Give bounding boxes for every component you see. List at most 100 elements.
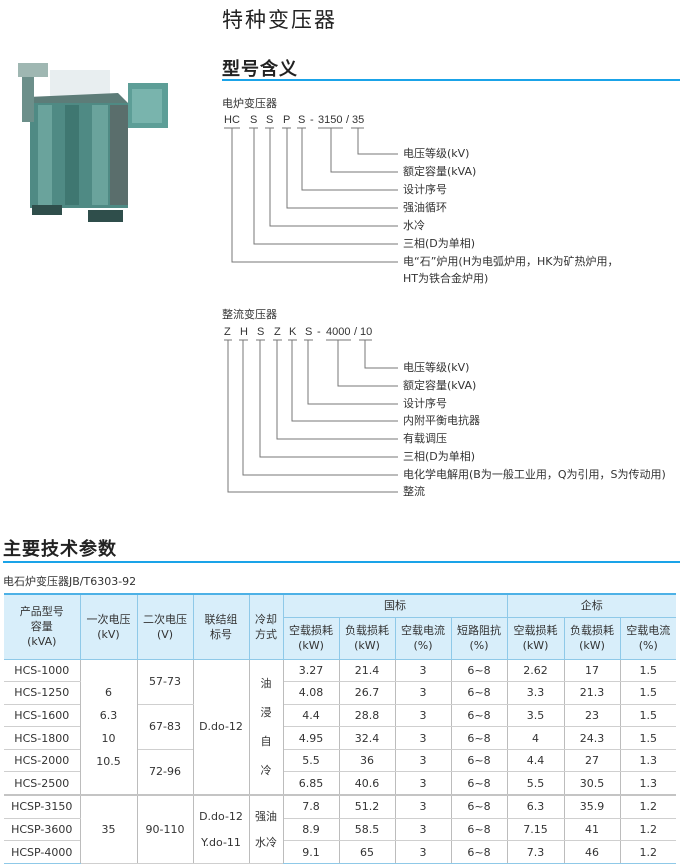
cell-value: 1.5 <box>619 726 676 750</box>
cell-value: 1.2 <box>619 818 676 842</box>
cell-value: 3 <box>394 794 452 819</box>
cell-value: 9.1 <box>282 840 340 864</box>
rect-code-slash: / <box>354 326 358 338</box>
cell-value: 3.3 <box>506 681 565 705</box>
cell-value: 1.5 <box>619 659 676 683</box>
rect-code-z2: Z <box>274 326 281 338</box>
cell-model: HCSP-3150 <box>4 794 81 819</box>
cell-cooling: 强油水冷 <box>248 794 284 864</box>
cell-value: 3 <box>394 840 452 864</box>
section-title-params: 主要技术参数 <box>3 539 117 560</box>
cell-value: 3.5 <box>506 704 565 728</box>
header-primary-voltage: 一次电压(kV) <box>79 593 138 660</box>
header-sub-4: 空载损耗(kW) <box>506 616 565 660</box>
cell-value: 27 <box>563 749 621 773</box>
cell-model: HCS-1250 <box>4 681 81 705</box>
furnace-label-capacity: 额定容量(kVA) <box>403 165 477 178</box>
cell-value: 1.3 <box>619 749 676 773</box>
page-title: 特种变压器 <box>222 8 337 32</box>
cell-value: 3 <box>394 771 452 796</box>
rect-code-z1: Z <box>224 326 231 338</box>
cell-value: 6~8 <box>450 726 508 750</box>
cell-value: 6~8 <box>450 771 508 796</box>
header-group-enterprise: 企标 <box>506 593 676 618</box>
cell-value: 41 <box>563 818 621 842</box>
cell-value: 2.62 <box>506 659 565 683</box>
cell-value: 4 <box>506 726 565 750</box>
rect-label-design: 设计序号 <box>403 397 447 410</box>
cell-value: 40.6 <box>338 771 396 796</box>
cell-value: 3 <box>394 818 452 842</box>
cell-value: 4.08 <box>282 681 340 705</box>
cell-value: 36 <box>338 749 396 773</box>
header-sub-5: 负载损耗(kW) <box>563 616 621 660</box>
furnace-code-s2: S <box>266 114 274 126</box>
section-divider <box>222 79 680 81</box>
cell-value: 21.4 <box>338 659 396 683</box>
rect-label-reactor: 内附平衡电抗器 <box>403 414 480 427</box>
cell-value: 3 <box>394 749 452 773</box>
cell-value: 30.5 <box>563 771 621 796</box>
cell-connection: D.do-12 <box>192 659 250 796</box>
rect-code-s2: S <box>305 326 313 338</box>
cell-model: HCSP-4000 <box>4 840 81 864</box>
header-model: 产品型号容量(kVA) <box>4 593 81 660</box>
furnace-code-s1: S <box>250 114 258 126</box>
cell-value: 26.7 <box>338 681 396 705</box>
rect-code-capacity: 4000 <box>326 326 351 338</box>
header-cooling: 冷却方式 <box>248 593 284 660</box>
rect-label-rectify: 整流 <box>403 485 425 498</box>
header-group-national: 国标 <box>282 593 508 618</box>
cell-value: 6~8 <box>450 818 508 842</box>
cell-value: 1.2 <box>619 840 676 864</box>
furnace-label-use-cont: HT为铁合金炉用) <box>403 272 489 285</box>
cell-value: 58.5 <box>338 818 396 842</box>
cell-value: 65 <box>338 840 396 864</box>
rect-code-dash: - <box>317 326 321 338</box>
cell-model: HCSP-3600 <box>4 818 81 842</box>
cell-value: 5.5 <box>506 771 565 796</box>
furnace-label-forced-oil: 强油循环 <box>403 201 447 214</box>
furnace-label-phase: 三相(D为单相) <box>403 237 476 250</box>
header-sub-0: 空载损耗(kW) <box>282 616 340 660</box>
furnace-code-s3: S <box>298 114 306 126</box>
cell-value: 8.9 <box>282 818 340 842</box>
cell-value: 3.27 <box>282 659 340 683</box>
header-sub-2: 空载电流(%) <box>394 616 452 660</box>
cell-secondary-voltage: 90-110 <box>136 794 194 864</box>
furnace-code-capacity: 3150 <box>318 114 343 126</box>
cell-value: 6~8 <box>450 704 508 728</box>
cell-model: HCS-1800 <box>4 726 81 750</box>
cell-value: 6~8 <box>450 749 508 773</box>
cell-model: HCS-2500 <box>4 771 81 796</box>
cell-value: 4.4 <box>282 704 340 728</box>
cell-value: 46 <box>563 840 621 864</box>
rect-label-phase: 三相(D为单相) <box>403 450 476 463</box>
furnace-code-slash: / <box>346 114 350 126</box>
cell-value: 6~8 <box>450 659 508 683</box>
transformer-photo <box>10 55 170 230</box>
furnace-code-voltage: 35 <box>352 114 365 126</box>
cell-value: 21.3 <box>563 681 621 705</box>
cell-value: 5.5 <box>282 749 340 773</box>
cell-value: 24.3 <box>563 726 621 750</box>
header-sub-1: 负载损耗(kW) <box>338 616 396 660</box>
cell-value: 17 <box>563 659 621 683</box>
cell-value: 51.2 <box>338 794 396 819</box>
cell-value: 6.85 <box>282 771 340 796</box>
furnace-code-dash: - <box>310 114 314 126</box>
table-subtitle: 电石炉变压器JB/T6303-92 <box>3 575 137 588</box>
cell-model: HCS-1000 <box>4 659 81 683</box>
